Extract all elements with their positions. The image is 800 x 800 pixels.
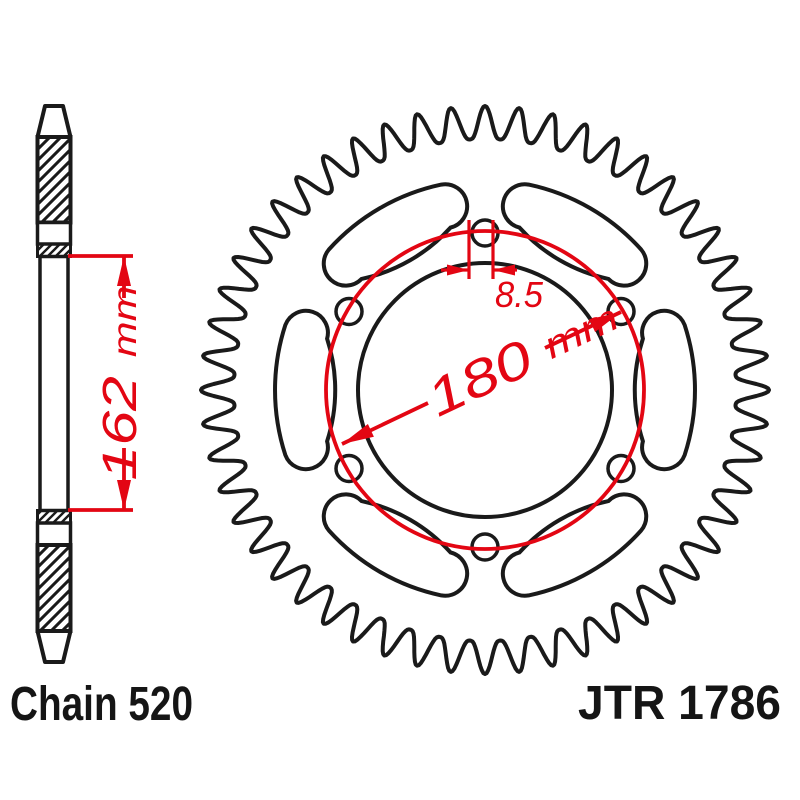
dim-180-arrow-lower-left: [342, 424, 374, 444]
dim-162-arrow-up: [117, 256, 131, 286]
side-view-bottom-tooth-tip: [35, 629, 73, 664]
lightening-slot: [632, 308, 697, 472]
dim-180-arrow-upper-right: [589, 312, 621, 332]
side-view-gap-top: [35, 220, 73, 246]
dimension-annotations: [68, 220, 646, 551]
dim-85-arrow-right: [493, 264, 515, 276]
front-view-sprocket: [199, 104, 771, 676]
text-labels: Chain 520 JTR 1786: [10, 677, 781, 731]
side-view-plate-stem: [38, 254, 70, 513]
side-view-profile: [35, 104, 73, 664]
lightening-slot: [273, 308, 338, 472]
side-view-hatched-tooth-block-top: [35, 135, 73, 225]
dimension-8-5-label: 8.5: [495, 274, 544, 315]
side-view-gap-bottom: [35, 521, 73, 547]
side-view-top-tooth-tip: [35, 104, 73, 139]
dimension-162-unit: mm: [106, 286, 143, 358]
dim-162-arrow-down: [117, 480, 131, 510]
dimension-162-value: 162: [94, 376, 147, 480]
center-bore-circle: [356, 261, 614, 519]
lightening-slot: [321, 492, 470, 598]
part-number-label: JTR 1786: [578, 677, 781, 730]
dim-85-arrow-left: [447, 264, 469, 276]
chain-size-label: Chain 520: [10, 678, 193, 731]
side-view-hatched-band-top: [36, 242, 72, 258]
bolt-circle-red: [324, 229, 646, 551]
lightening-slot: [321, 182, 470, 288]
side-view-hatched-band-bottom: [36, 509, 72, 525]
dimension-162mm-label: 162 mm: [94, 286, 147, 481]
side-view-hatched-tooth-block-bottom: [35, 543, 73, 633]
lightening-slot: [500, 182, 649, 288]
lightening-slot: [500, 492, 649, 598]
